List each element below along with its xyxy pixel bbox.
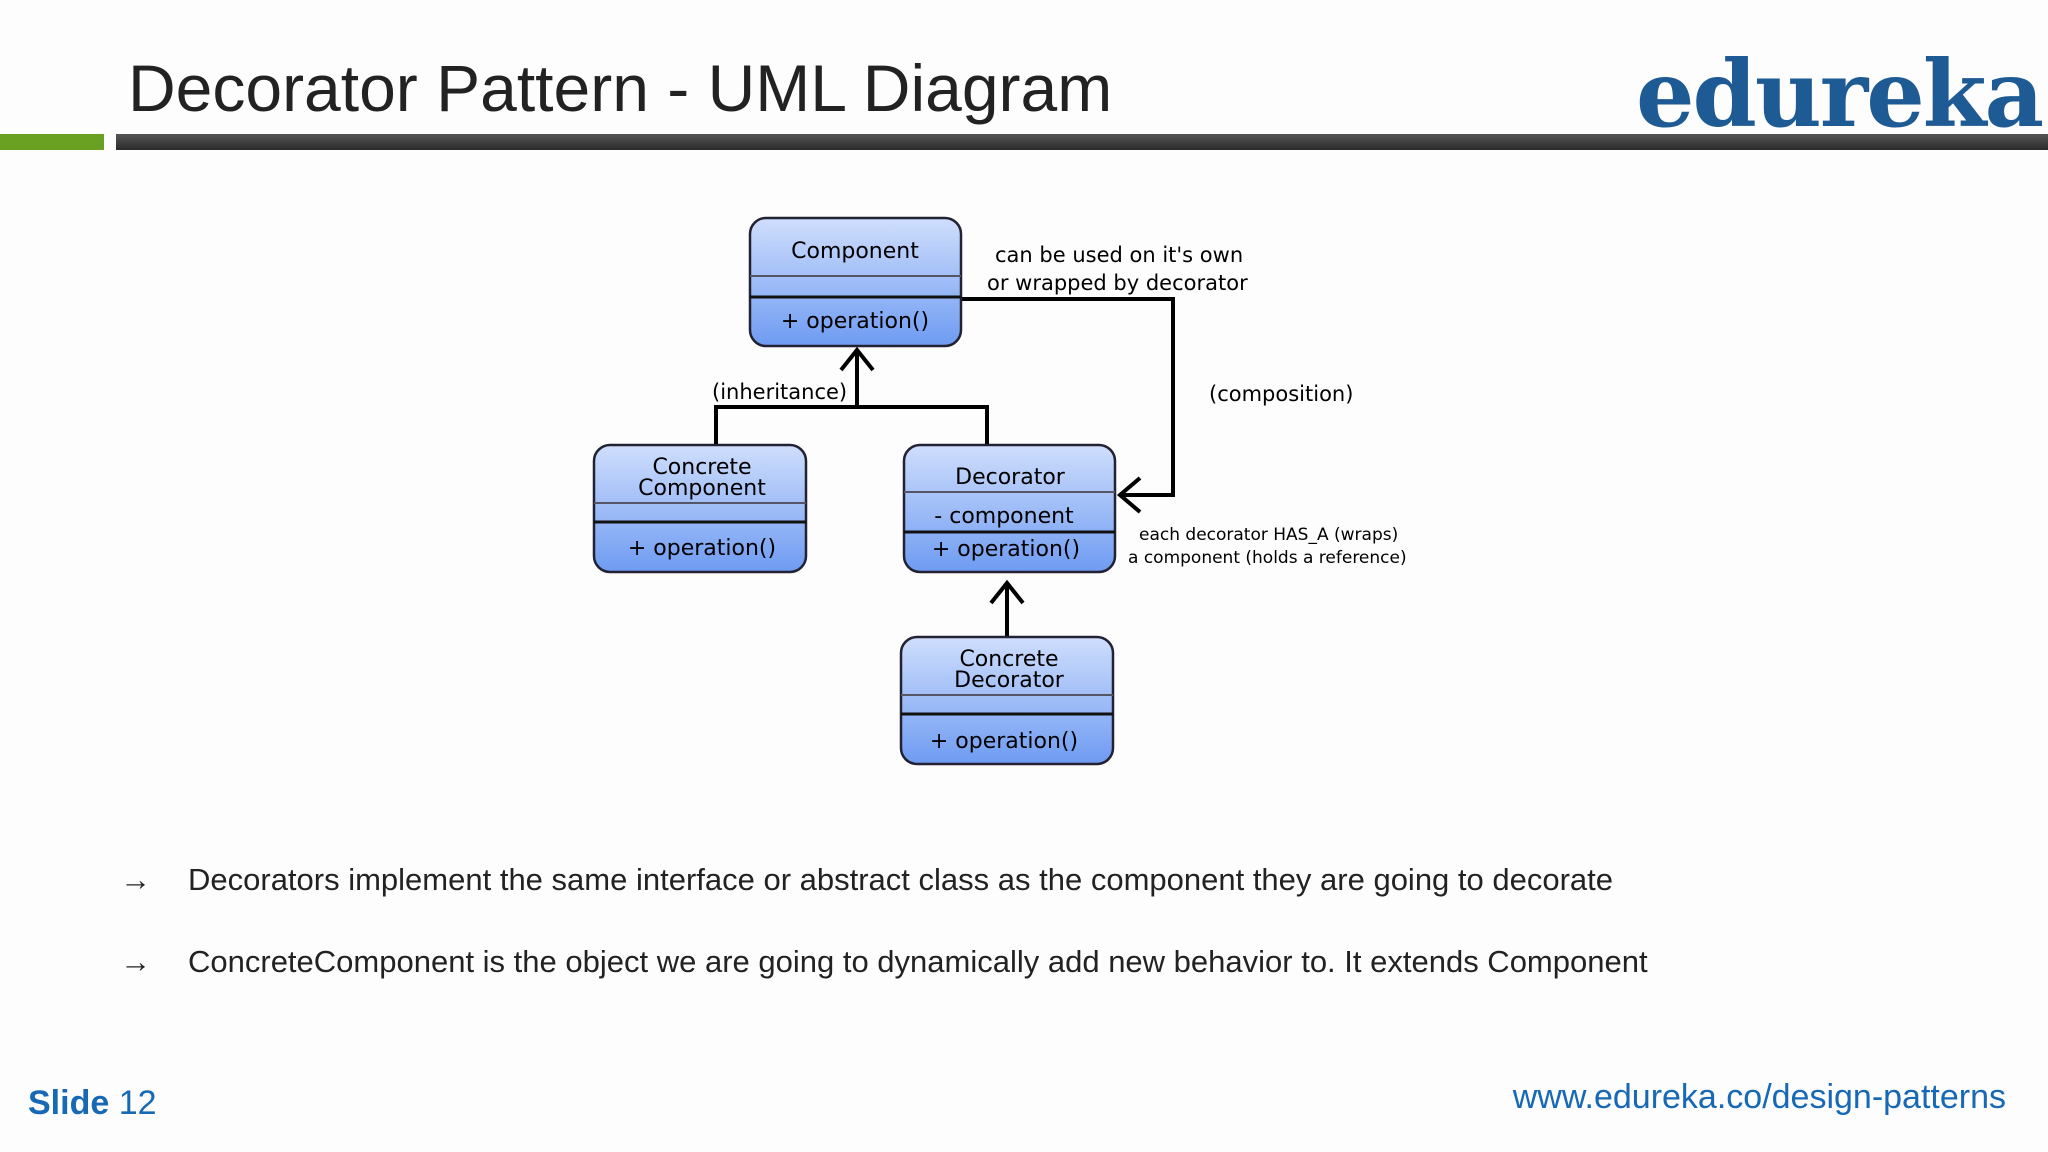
composition-line <box>961 297 1175 497</box>
bullet-text: ConcreteComponent is the object we are g… <box>188 944 1648 979</box>
inheritance-arrowhead <box>839 346 875 372</box>
slide-number: Slide 12 <box>28 1084 157 1123</box>
concrete-component-name-2: Component <box>638 476 766 501</box>
component-name: Component <box>791 239 919 264</box>
concrete-decorator-box: Concrete Decorator + operation() <box>899 635 1115 766</box>
label-own-2: or wrapped by decorator <box>987 271 1248 295</box>
concrete-component-name-1: Concrete <box>652 455 751 480</box>
concrete-decorator-name-1: Concrete <box>959 647 1058 672</box>
slide-title: Decorator Pattern - UML Diagram <box>128 51 1113 125</box>
composition-arrowhead <box>1116 476 1142 514</box>
concrete-component-box: Concrete Component + operation() <box>592 443 808 574</box>
label-hasa-2: a component (holds a reference) <box>1128 548 1407 568</box>
decorator-name: Decorator <box>955 465 1066 490</box>
accent-bar <box>0 134 104 150</box>
component-box: Component + operation() <box>748 216 963 348</box>
decorator-inheritance-arrowhead <box>989 579 1025 605</box>
label-own-1: can be used on it's own <box>995 243 1243 267</box>
label-composition: (composition) <box>1209 382 1353 406</box>
inheritance-line <box>714 352 989 445</box>
concrete-component-method: + operation() <box>628 536 776 561</box>
bullet-item: → Decorators implement the same interfac… <box>120 862 1613 898</box>
arrow-icon: → <box>120 944 151 979</box>
edureka-logo: edureka! <box>1636 40 2048 148</box>
slide-label: Slide <box>28 1084 110 1122</box>
bullet-item: → ConcreteComponent is the object we are… <box>120 944 1648 980</box>
decorator-attribute: - component <box>934 504 1074 529</box>
component-method: + operation() <box>781 309 929 334</box>
arrow-icon: → <box>120 862 151 897</box>
slide-number-value: 12 <box>118 1084 157 1122</box>
concrete-decorator-method: + operation() <box>930 729 1078 754</box>
label-hasa-1: each decorator HAS_A (wraps) <box>1139 525 1398 545</box>
footer-url[interactable]: www.edureka.co/design-patterns <box>1512 1078 2006 1116</box>
decorator-method: + operation() <box>932 537 1080 562</box>
bullet-text: Decorators implement the same interface … <box>188 862 1614 897</box>
concrete-decorator-name-2: Decorator <box>954 668 1065 693</box>
label-inheritance: (inheritance) <box>712 380 847 404</box>
decorator-box: Decorator - component + operation() <box>902 443 1117 574</box>
header-divider <box>116 134 2048 150</box>
